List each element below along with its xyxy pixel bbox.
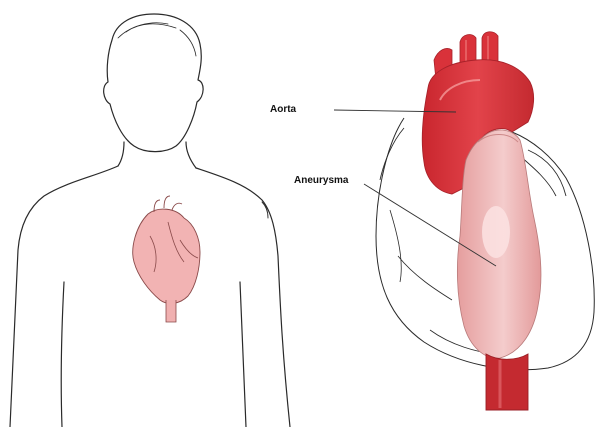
inner-arm-right bbox=[240, 282, 246, 427]
aneurysm-sac bbox=[457, 130, 541, 358]
hair-strokes bbox=[118, 23, 196, 56]
neck-left bbox=[118, 142, 124, 166]
shoulder-left bbox=[10, 166, 118, 427]
small-heart bbox=[133, 196, 200, 322]
aneurysm-label: Aneurysma bbox=[294, 176, 348, 186]
aneurysm-highlight bbox=[482, 206, 510, 258]
shoulder-right bbox=[196, 168, 290, 427]
heart-inner-curve bbox=[390, 210, 452, 300]
head-outline bbox=[104, 14, 203, 152]
descending-aorta bbox=[486, 354, 528, 410]
small-heart-body bbox=[133, 209, 200, 303]
inner-arm-left bbox=[61, 282, 64, 427]
aorta-label: Aorta bbox=[270, 105, 296, 115]
small-descending-aorta bbox=[166, 300, 176, 322]
neck-right bbox=[186, 142, 196, 168]
